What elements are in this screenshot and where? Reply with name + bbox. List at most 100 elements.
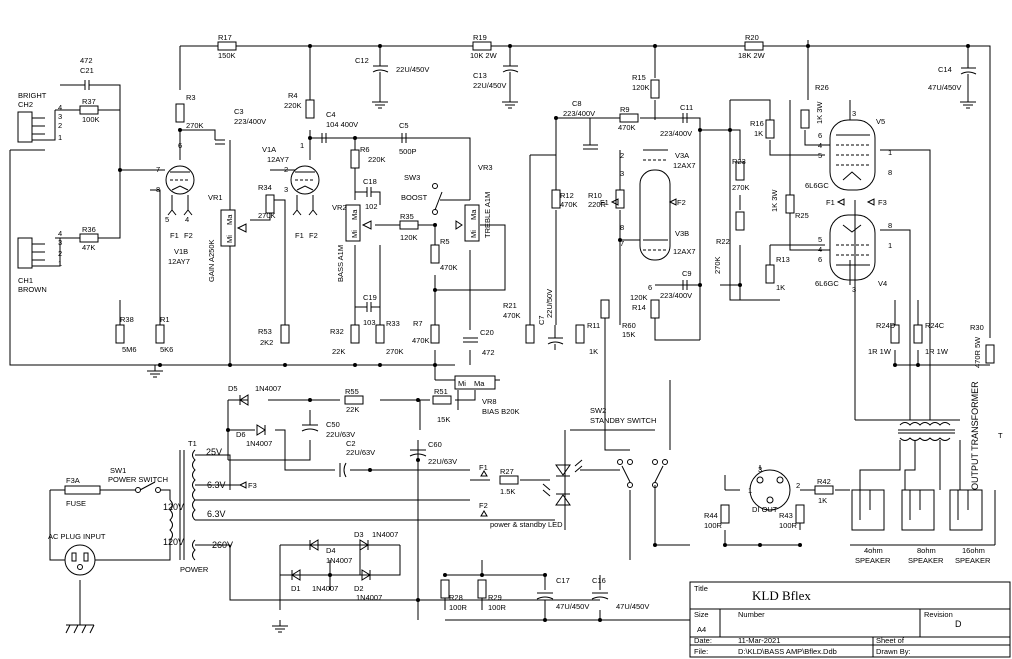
secondary-260v: 260V — [212, 540, 233, 550]
power-tube-f3: F3 — [878, 198, 887, 207]
c8-value: 223/400V — [563, 109, 595, 118]
spk8-label: SPEAKER — [908, 556, 944, 565]
resistor-r4 — [305, 99, 315, 119]
vr3-ref: VR3 — [478, 163, 493, 172]
r37-value: 100K — [82, 115, 100, 124]
v3-f2: F2 — [677, 198, 686, 207]
vr1-mi: Mi — [225, 235, 234, 243]
d1-ref: D1 — [291, 584, 301, 593]
net-f3: F3 — [248, 481, 257, 490]
ot-label: OUTPUT TRANSFORMER — [970, 381, 980, 490]
r24c-ref: R24C — [925, 321, 945, 330]
r19-value: 10K 2W — [470, 51, 498, 60]
r4-value: 220K — [284, 101, 302, 110]
v4-pin1: 1 — [888, 241, 892, 250]
resistor-r24d — [890, 324, 900, 344]
c4-value: 104 400V — [326, 120, 358, 129]
r26-value: 1K 3W — [815, 101, 824, 124]
tb-size: A4 — [697, 625, 706, 634]
r4-ref: R4 — [288, 91, 298, 100]
jack-ch2-pin2: 2 — [58, 121, 62, 130]
c9-ref: C9 — [682, 269, 692, 278]
v1a-ref: V1A — [262, 145, 276, 154]
sw1-ref: SW1 — [110, 466, 126, 475]
vr1-ref: VR1 — [208, 193, 223, 202]
v5-pin8: 8 — [888, 168, 892, 177]
di-pin1: 1 — [748, 486, 752, 495]
r36-ref: R36 — [82, 225, 96, 234]
v5-ref: V5 — [876, 117, 885, 126]
wires — [9, 40, 996, 625]
r30-ref: R30 — [970, 323, 984, 332]
r55-ref: R55 — [345, 387, 359, 396]
resistor-r33 — [375, 324, 385, 344]
r38-ref: R38 — [120, 315, 134, 324]
d3-value: 1N4007 — [372, 530, 398, 539]
jack-ch2-pin1: 1 — [58, 133, 62, 142]
r43-value: 100R — [779, 521, 798, 530]
v1b-pin6: 6 — [178, 141, 182, 150]
c3-ref: C3 — [234, 107, 244, 116]
jack-ch1 — [17, 237, 33, 269]
d4-value: 1N4007 — [326, 556, 352, 565]
vr3-ma: Ma — [469, 209, 478, 220]
c16-value: 47U/450V — [616, 602, 649, 611]
r55-value: 22K — [346, 405, 359, 414]
resistor-r30 — [985, 344, 995, 364]
v4-ref: V4 — [878, 279, 887, 288]
primary-120-a: 120V — [163, 502, 184, 512]
sw2-label: STANDBY SWITCH — [590, 416, 656, 425]
d5-value: 1N4007 — [255, 384, 281, 393]
r1-ref: R1 — [160, 315, 170, 324]
v3a-ref: V3A — [675, 151, 689, 160]
r21-ref: R21 — [503, 301, 517, 310]
di-pin3: 3 — [758, 465, 762, 474]
c7-ref: C7 — [537, 315, 546, 325]
r14-ref: R14 — [632, 303, 646, 312]
v1b-f2: F2 — [184, 231, 193, 240]
c2-ref: C2 — [346, 439, 356, 448]
tubes: 6 7 8 5 4 F1 F2 V1B 12AY7 1 2 3 F1 F2 V1… — [156, 109, 892, 294]
r38-value: 5M6 — [122, 345, 137, 354]
tb-title-label: Title — [694, 584, 708, 593]
r24d-value: 1R 1W — [868, 347, 892, 356]
c21-ref: C21 — [80, 66, 94, 75]
vr2-ma: Ma — [350, 209, 359, 220]
v5-pin1: 1 — [888, 148, 892, 157]
r15-value: 120K — [632, 83, 650, 92]
vr2-ref: VR2 — [332, 203, 347, 212]
resistor-r9 — [619, 113, 639, 123]
jack-ch1-label2: BROWN — [18, 285, 47, 294]
r20-ref: R20 — [745, 33, 759, 42]
v1b-pin7: 7 — [156, 165, 160, 174]
jack-ch2-pin3: 3 — [58, 112, 62, 121]
r17-ref: R17 — [218, 33, 232, 42]
r44-value: 100R — [704, 521, 723, 530]
tb-drawn-label: Drawn By: — [876, 647, 911, 656]
tb-number-label: Number — [738, 610, 765, 619]
v5-pin4: 4 — [818, 141, 822, 150]
c11-ref: C11 — [680, 103, 693, 112]
v1b-pin4: 4 — [185, 215, 189, 224]
jack-ch2-label1: BRIGHT — [18, 91, 47, 100]
resistor-r36 — [79, 233, 99, 243]
r16-value: 1K — [754, 129, 763, 138]
resistor-r6 — [350, 149, 360, 169]
r34-ref: R34 — [258, 183, 272, 192]
resistor-r42 — [814, 485, 834, 495]
resistor-r51 — [432, 395, 452, 405]
resistor-r10 — [615, 189, 625, 209]
resistor-r26 — [800, 109, 810, 129]
tb-date: 11-Mar-2021 — [738, 636, 780, 645]
r27-ref: R27 — [500, 467, 514, 476]
v1a-pin1: 1 — [300, 141, 304, 150]
r33-ref: R33 — [386, 319, 400, 328]
r53-ref: R53 — [258, 327, 272, 336]
r34-value: 270K — [258, 211, 276, 220]
spk8-ohm: 8ohm — [917, 546, 936, 555]
resistor-r24c — [913, 324, 923, 344]
r32-value: 22K — [332, 347, 345, 356]
r28-value: 100R — [449, 603, 468, 612]
r11-value: 1K — [589, 347, 598, 356]
r12-ref: R12 — [560, 191, 574, 200]
